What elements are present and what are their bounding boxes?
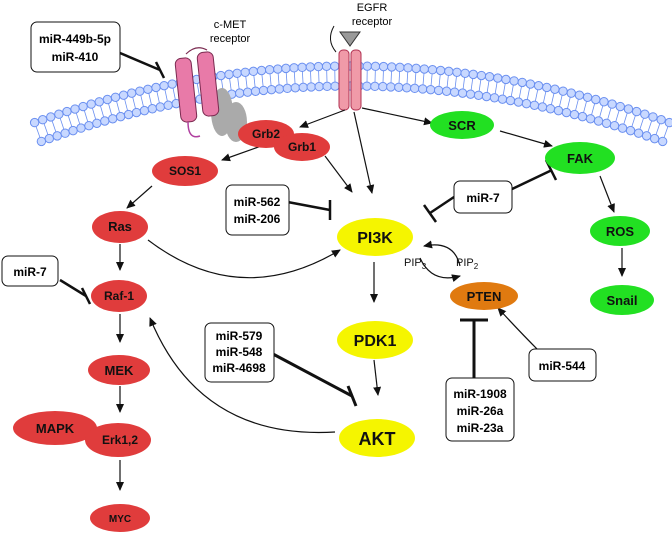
inhibitions [59,51,558,407]
mirna-box-7-line-1: miR-544 [539,359,586,373]
scr-node [430,111,494,139]
raf1-label: Raf-1 [104,289,134,303]
sos1-label: SOS1 [169,164,201,178]
mek-node [88,355,150,385]
mirna-box-3: miR-7 [453,180,513,214]
green-nodes [430,111,654,315]
mek-label: MEK [105,363,135,378]
mirna-box-2: miR-562 miR-206 [225,184,290,236]
egfr-label-line1: EGFR [357,2,388,14]
pip2-label: PIP2 [456,257,479,271]
mirna-box-5-line-1: miR-579 [216,329,263,343]
arrows [116,107,626,491]
egfr-receptor [330,25,362,111]
mirna-box-1-line-1: miR-449b-5p [39,32,111,46]
pip3-label: PIP3 [404,257,427,271]
red-nodes [13,120,330,532]
grb2-label: Grb2 [252,127,280,141]
mirna-box-2-line-2: miR-206 [234,212,281,226]
akt-node [339,419,415,457]
mirna-box-1: miR-449b-5p miR-410 [30,21,121,73]
mirna-box-5: miR-579 miR-548 miR-4698 [204,322,275,383]
raf1-node [91,280,147,312]
cmet-label-line2: receptor [210,33,251,45]
sos1-node [152,156,218,186]
mirna-box-4-line-1: miR-7 [13,265,47,279]
fak-node [545,142,615,174]
grb1-label: Grb1 [288,140,316,154]
pi3k-node [337,218,413,256]
pi3k-label: PI3K [357,230,393,247]
mirna-box-2-line-1: miR-562 [234,195,281,209]
fak-label: FAK [567,151,594,166]
grb1-node [274,133,330,161]
snail-label: Snail [606,293,637,308]
scr-label: SCR [448,118,476,133]
pdk1-node [337,321,413,359]
mirna-box-6: miR-1908 miR-26a miR-23a [445,377,515,442]
pten-label: PTEN [467,289,502,304]
mirna-box-1-line-2: miR-410 [52,50,99,64]
mirna-box-6-line-1: miR-1908 [453,387,507,401]
mirna-box-6-line-3: miR-23a [457,421,504,435]
ras-label: Ras [108,219,132,234]
mirna-box-5-line-2: miR-548 [216,345,263,359]
mirna-box-5-line-3: miR-4698 [212,361,266,375]
yellow-nodes [337,218,415,457]
mirna-box-4: miR-7 [1,255,59,287]
myc-label: MYC [109,514,131,525]
ros-node [590,216,650,246]
mirna-box-3-line-1: miR-7 [466,191,500,205]
erk-node [85,423,151,457]
akt-label: AKT [359,429,396,449]
mapk-label: MAPK [36,421,75,436]
snail-node [590,285,654,315]
mirna-box-7: miR-544 [528,348,597,382]
egfr-label-line2: receptor [352,16,393,28]
mirna-box-6-line-2: miR-26a [457,404,504,418]
ros-label: ROS [606,224,635,239]
cmet-receptor [174,47,247,142]
erk-label: Erk1,2 [102,433,138,447]
pten-node [450,282,518,310]
ras-node [92,211,148,243]
pdk1-label: PDK1 [354,333,397,350]
cmet-label-line1: c-MET [214,19,247,31]
mapk-node [13,411,97,445]
myc-node [90,504,150,532]
